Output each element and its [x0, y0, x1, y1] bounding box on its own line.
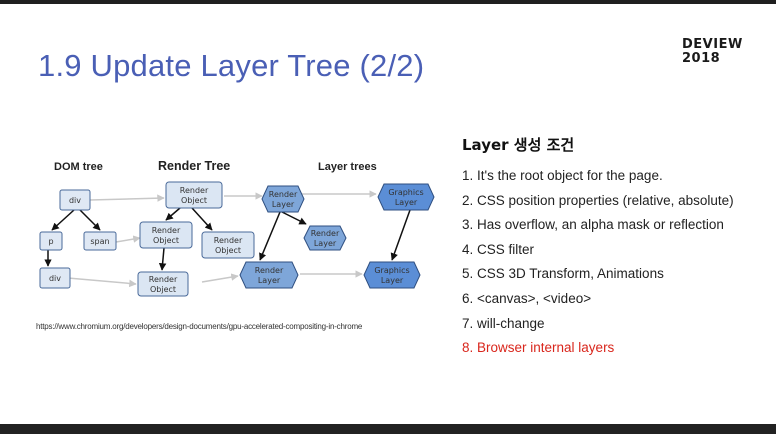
arrow-render-render3: [191, 207, 213, 231]
top-bar: [0, 0, 776, 4]
source-url-caption: https://www.chromium.org/developers/desi…: [36, 322, 363, 331]
conditions-title: Layer 생성 조건: [462, 136, 575, 154]
arrow-render2-render4: [158, 247, 167, 271]
dom-node-span-label: span: [90, 237, 109, 246]
condition-item: 6. <canvas>, <video>: [462, 290, 592, 306]
dom-node-span: span: [83, 231, 117, 251]
condition-item: 1. It's the root object for the page.: [462, 168, 663, 183]
dom-node-p-label: p: [48, 237, 53, 246]
bottom-bar: [0, 424, 776, 434]
arrow-render-render2: [165, 207, 181, 221]
condition-item: 4. CSS filter: [462, 241, 535, 257]
gray-arrow-div-render: [89, 194, 165, 202]
condition-item: 3. Has overflow, an alpha mask or reflec…: [462, 217, 724, 233]
arrow-div-p: [51, 209, 75, 231]
dom-node-div: div: [59, 189, 91, 211]
deview-logo: DEVIEW 2018: [682, 38, 743, 66]
gray-arrow-render4-layer3: [201, 273, 239, 283]
arrow-layer1-layer2: [281, 211, 307, 225]
arrow-div-span: [79, 209, 101, 231]
arrow-graphics1-graphics2: [390, 209, 411, 261]
brand-line-2: 2018: [682, 51, 721, 66]
render-tree-header: Render Tree: [158, 159, 230, 173]
condition-item: 5. CSS 3D Transform, Animations: [462, 266, 664, 282]
brand-line-1: DEVIEW: [682, 37, 743, 52]
condition-item-highlight: 8. Browser internal layers: [462, 340, 615, 356]
dom-node-p: p: [39, 231, 63, 251]
layer-tree-diagram: DOM tree Render Tree Layer trees div p s…: [39, 159, 435, 297]
condition-item: 7. will-change: [462, 315, 545, 331]
dom-node-div-label: div: [69, 196, 81, 205]
layer-conditions-panel: Layer 생성 조건 1. It's the root object for …: [462, 134, 734, 361]
dom-node-div2-label: div: [49, 274, 61, 283]
dom-tree-header: DOM tree: [54, 161, 103, 173]
dom-node-div2: div: [39, 267, 71, 289]
condition-item: 2. CSS position properties (relative, ab…: [462, 192, 734, 208]
gray-arrow-div2-render: [67, 277, 137, 288]
gray-arrow-span-render: [115, 235, 141, 243]
layer-trees-header: Layer trees: [318, 161, 377, 173]
arrow-layer1-layer3: [259, 211, 281, 261]
slide-title: 1.9 Update Layer Tree (2/2): [38, 48, 425, 83]
